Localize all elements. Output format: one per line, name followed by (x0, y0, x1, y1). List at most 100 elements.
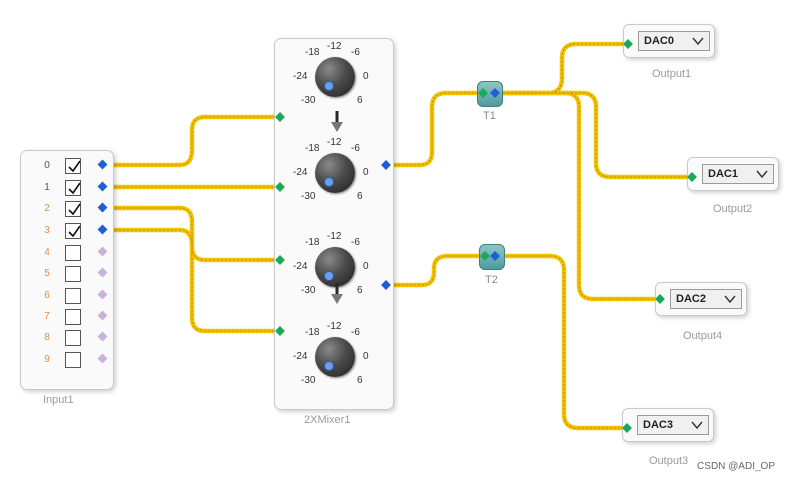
scale-label: 6 (357, 95, 363, 106)
output-pin[interactable] (97, 159, 108, 170)
scale-label: -6 (351, 327, 360, 338)
output-block[interactable]: DAC2 (655, 282, 747, 316)
scale-label: -24 (293, 351, 308, 362)
link-arrow-icon (331, 111, 343, 132)
output-caption: Output2 (713, 203, 753, 215)
chevron-down-icon (724, 295, 736, 304)
scale-label: -12 (327, 137, 342, 148)
output-pin[interactable] (97, 202, 108, 213)
chevron-down-icon (691, 421, 703, 430)
channel-checkbox[interactable] (65, 223, 81, 239)
unused-output-pin[interactable] (97, 267, 108, 278)
output-pin[interactable] (97, 181, 108, 192)
unused-output-pin[interactable] (97, 246, 108, 257)
scale-label: -24 (293, 71, 308, 82)
unused-output-pin[interactable] (97, 310, 108, 321)
channel-number: 9 (44, 354, 50, 365)
dac-select[interactable]: DAC1 (702, 164, 774, 184)
channel-checkbox[interactable] (65, 158, 81, 174)
channel-checkbox[interactable] (65, 266, 81, 282)
scale-label: -18 (305, 237, 320, 248)
scale-label: -6 (351, 143, 360, 154)
output-block[interactable]: DAC3 (622, 408, 714, 442)
scale-label: -24 (293, 167, 308, 178)
input-output-pins (97, 159, 108, 364)
wire-t1-dac1 (492, 90, 695, 180)
scale-label: 0 (363, 167, 369, 178)
input-channel-row: 5 (21, 265, 113, 285)
output-pin[interactable] (97, 224, 108, 235)
channel-number: 3 (44, 225, 50, 236)
channel-checkbox[interactable] (65, 352, 81, 368)
scale-label: -30 (301, 191, 316, 202)
mixer-block-caption: 2XMixer1 (304, 414, 351, 426)
scale-label: -12 (327, 321, 342, 332)
channel-checkbox[interactable] (65, 180, 81, 196)
input-channel-row: 2 (21, 200, 113, 220)
dac-select-value: DAC0 (644, 35, 674, 47)
scale-label: -6 (351, 237, 360, 248)
checkmark-icon (68, 160, 81, 173)
scale-label: 0 (363, 71, 369, 82)
channel-checkbox[interactable] (65, 330, 81, 346)
scale-label: -30 (301, 285, 316, 296)
knob-indicator-icon (324, 177, 334, 187)
knob-dial[interactable] (315, 153, 355, 193)
knob-dial[interactable] (315, 247, 355, 287)
mixer-block[interactable]: -18 -12 -6 -24 0 -30 6 -18 -12 -6 -24 0 … (274, 38, 394, 410)
channel-number: 8 (44, 332, 50, 343)
scale-label: 0 (363, 261, 369, 272)
input-block-caption: Input1 (43, 394, 74, 406)
scale-label: -18 (305, 47, 320, 58)
channel-checkbox[interactable] (65, 245, 81, 261)
input-block[interactable]: 0 1 2 3 4 5 6 7 8 9 (20, 150, 114, 390)
gain-knob[interactable]: -18 -12 -6 -24 0 -30 6 (293, 41, 373, 113)
output-block[interactable]: DAC1 (687, 157, 779, 191)
knob-dial[interactable] (315, 337, 355, 377)
link-arrow-icon (331, 283, 343, 304)
channel-number: 1 (44, 182, 50, 193)
channel-number: 2 (44, 203, 50, 214)
gain-knob[interactable]: -18 -12 -6 -24 0 -30 6 (293, 231, 373, 303)
wire-mixer-out1-t1 (383, 90, 486, 168)
tee-block-t1[interactable] (477, 81, 503, 107)
scale-label: 6 (357, 375, 363, 386)
scale-label: -18 (305, 327, 320, 338)
channel-number: 0 (44, 160, 50, 171)
input-channel-row: 0 (21, 157, 113, 177)
input-channel-row: 4 (21, 244, 113, 264)
scale-label: 6 (357, 285, 363, 296)
tee-block-t2[interactable] (479, 244, 505, 270)
channel-checkbox[interactable] (65, 288, 81, 304)
scale-label: -12 (327, 41, 342, 52)
dac-select[interactable]: DAC3 (637, 415, 709, 435)
scale-label: -30 (301, 375, 316, 386)
gain-knob[interactable]: -18 -12 -6 -24 0 -30 6 (293, 321, 373, 393)
scale-label: -12 (327, 231, 342, 242)
scale-label: -30 (301, 95, 316, 106)
tee-label: T2 (485, 274, 498, 286)
unused-output-pin[interactable] (97, 289, 108, 300)
wire-t2-dac3 (492, 253, 630, 431)
channel-number: 6 (44, 290, 50, 301)
scale-label: -6 (351, 47, 360, 58)
output-block[interactable]: DAC0 (623, 24, 715, 58)
unused-output-pin[interactable] (97, 353, 108, 364)
channel-checkbox[interactable] (65, 201, 81, 217)
dac-select[interactable]: DAC2 (670, 289, 742, 309)
input-channel-row: 9 (21, 351, 113, 371)
dac-select-value: DAC2 (676, 293, 706, 305)
knob-indicator-icon (324, 81, 334, 91)
scale-label: 0 (363, 351, 369, 362)
knob-dial[interactable] (315, 57, 355, 97)
dac-select-value: DAC3 (643, 419, 673, 431)
channel-checkbox[interactable] (65, 309, 81, 325)
unused-output-pin[interactable] (97, 331, 108, 342)
dac-select[interactable]: DAC0 (638, 31, 710, 51)
input-channel-row: 3 (21, 222, 113, 242)
channel-number: 4 (44, 247, 50, 258)
input-channel-row: 6 (21, 287, 113, 307)
input-channel-row: 8 (21, 329, 113, 349)
gain-knob[interactable]: -18 -12 -6 -24 0 -30 6 (293, 137, 373, 209)
